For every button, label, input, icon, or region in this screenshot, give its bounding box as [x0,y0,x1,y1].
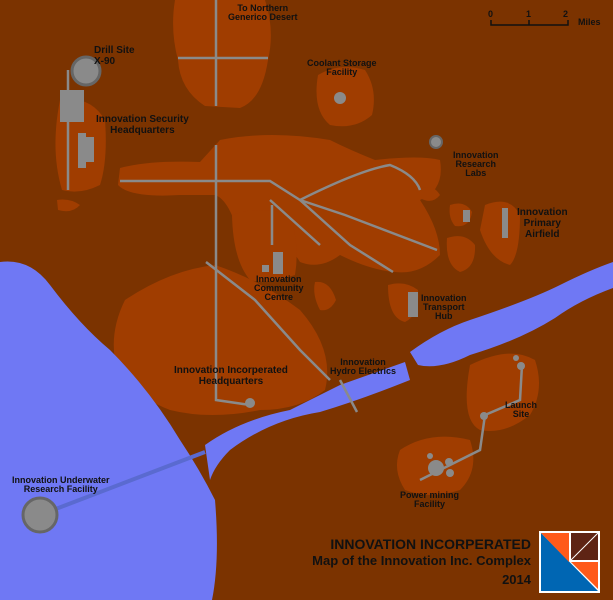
label-research-labs: Innovation Research Labs [453,150,499,178]
label-underwater: Innovation Underwater Research Facility [12,475,110,494]
scale-tick: 2 [563,9,569,19]
map-title: INNOVATION INCORPERATED [330,536,531,552]
scale-unit: Miles [578,17,601,27]
label-security-hq: Innovation Security Headquarters [96,114,189,136]
label-coolant: Coolant Storage Facility [307,58,377,77]
facilities [21,55,525,534]
company-logo [539,531,600,593]
scale-line [490,20,569,26]
scale-bar: 0 1 2 Miles [488,10,608,30]
land-areas [55,0,539,495]
label-hydro: Innovation Hydro Electrics [330,357,397,376]
label-power: Power mining Facility [400,490,460,509]
label-north: To Northern Generico Desert [228,3,298,22]
label-community: Innovation Community Centre [254,274,304,302]
scale-tick: 0 [488,9,494,19]
label-transport: Innovation Transport Hub [421,293,467,321]
label-hq: Innovation Incorperated Headquarters [174,365,288,387]
map-subtitle: Map of the Innovation Inc. Complex [312,553,531,568]
map-year: 2014 [502,572,531,587]
label-airfield: Innovation Primary Airfield [517,207,568,240]
scale-tick: 1 [526,9,532,19]
label-launch: Launch Site [505,400,538,419]
